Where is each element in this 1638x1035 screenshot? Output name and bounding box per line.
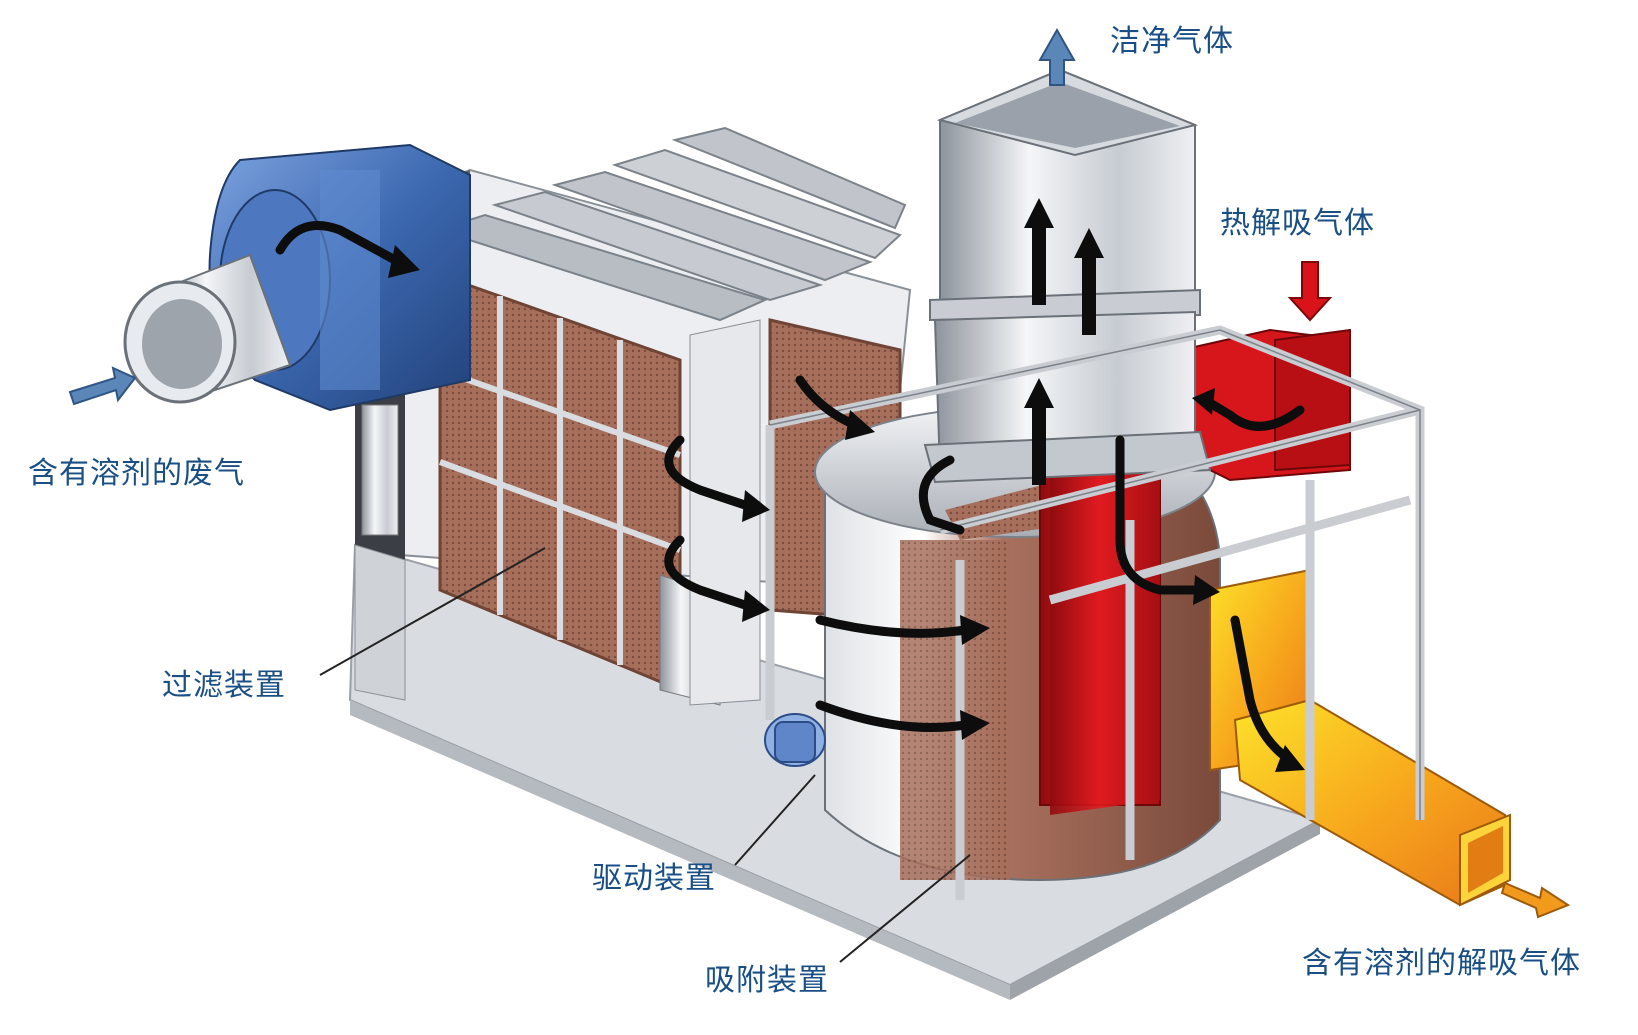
roof-louvres: [434, 126, 907, 322]
label-filter-device: 过滤装置: [162, 668, 286, 703]
desorption-gas-arrow: [1287, 261, 1333, 322]
outlet-gas-arrow: [1500, 881, 1571, 919]
leader-lines: [319, 547, 971, 963]
label-drive-device: 驱动装置: [592, 861, 716, 896]
label-clean-gas: 洁净气体: [1110, 24, 1234, 59]
clean-gas-arrow: [1038, 27, 1076, 86]
exhaust-inlet-arrow: [68, 366, 137, 406]
filter-panel: [438, 272, 761, 706]
exhaust-fan: [123, 143, 471, 412]
clean-gas-stack: [923, 68, 1212, 484]
drive-motor: [764, 713, 826, 767]
label-solvent-desorption-gas-out: 含有溶剂的解吸气体: [1302, 946, 1581, 981]
label-solvent-exhaust-in: 含有溶剂的废气: [28, 456, 245, 491]
label-adsorption-device: 吸附装置: [705, 963, 829, 998]
label-desorption-gas-in: 热解吸气体: [1220, 206, 1375, 241]
